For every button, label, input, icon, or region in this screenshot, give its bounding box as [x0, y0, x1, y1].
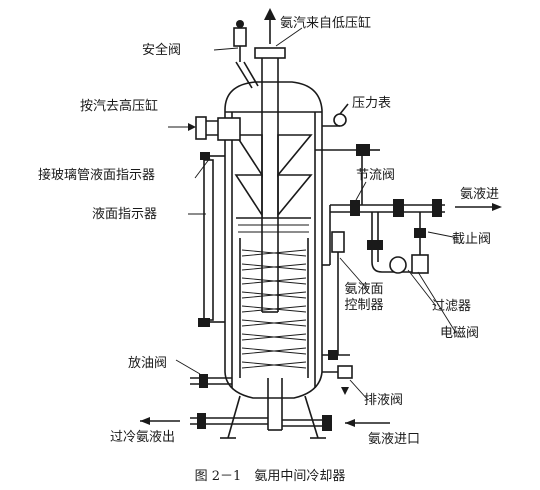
label-liquid-inlet: 氨液进口	[368, 432, 421, 447]
label-shutoff-valve: 截止阀	[452, 232, 492, 247]
throttle-line	[315, 144, 502, 266]
baffle-plates	[234, 134, 313, 233]
label-level-indicator: 液面指示器	[92, 207, 158, 222]
label-subcooled-out: 过冷氨液出	[110, 430, 176, 445]
label-drain-valve: 排液阀	[364, 393, 404, 408]
label-ammonia-liquid-in: 氨液进	[460, 187, 500, 202]
level-controller	[322, 231, 350, 360]
label-ammonia-from-low: 氨汽来自低压缸	[280, 16, 372, 31]
label-oil-drain-valve: 放油阀	[128, 356, 168, 371]
pressure-gauge	[322, 103, 349, 127]
label-solenoid-valve: 电磁阀	[440, 326, 480, 341]
safety-valve	[233, 20, 259, 89]
valve-group	[367, 212, 429, 274]
label-glass-tube-indicator: 接玻璃管液面指示器	[38, 168, 156, 183]
label-safety-valve: 安全阀	[142, 43, 182, 58]
exhaust-nozzle	[195, 116, 241, 141]
subcooled-outlet	[140, 413, 268, 429]
label-filter: 过滤器	[432, 299, 472, 314]
cooling-coil	[239, 238, 309, 431]
gauge-glass	[198, 152, 225, 327]
label-level-controller: 氨液面控制器	[344, 282, 384, 313]
figure-caption: 图 2－1 氨用中间冷却器	[194, 469, 346, 484]
drain-and-inlet	[282, 365, 390, 431]
oil-drain-pipe	[190, 374, 232, 388]
label-pressure-gauge: 压力表	[352, 96, 392, 111]
support-legs	[220, 395, 326, 439]
leader-lines	[168, 27, 459, 401]
label-throttle-valve: 节流阀	[356, 168, 396, 183]
label-exhaust-to-high: 按汽去高压缸	[80, 99, 159, 114]
